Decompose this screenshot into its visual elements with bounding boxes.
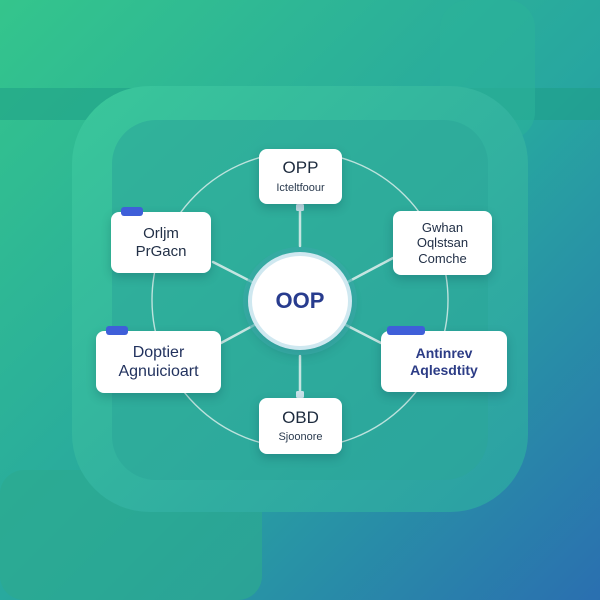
connectors: [211, 202, 395, 400]
node-right-lower-line-2: Aqlesdtity: [410, 361, 478, 378]
node-right-upper[interactable]: Gwhan Oqlstsan Comche: [393, 211, 492, 275]
connector-cap-top: [296, 204, 304, 211]
node-right-upper-line-3: Comche: [418, 250, 467, 266]
center-node-label: OOP: [275, 288, 325, 313]
node-tab-accent: [121, 207, 143, 216]
connector-left-upper: [211, 260, 260, 287]
node-right-upper-line-1: Gwhan: [421, 219, 464, 235]
node-left-lower-line-1: Doptier: [132, 343, 185, 361]
node-right-lower-line-1: Antinrev: [415, 344, 473, 361]
connector-right-lower: [340, 321, 383, 345]
node-top-title: OPP: [282, 158, 319, 178]
node-left-lower-line-2: Agnuicioart: [118, 363, 199, 380]
connector-left-lower: [219, 321, 260, 345]
node-left-upper-line-1: Orljm: [143, 224, 179, 242]
node-right-lower[interactable]: Antinrev Aqlesdtity: [381, 326, 507, 392]
node-left-upper-line-2: PrGacn: [135, 242, 187, 260]
connector-right-upper: [340, 256, 395, 287]
node-bottom[interactable]: OBD Sjoonore: [259, 398, 342, 454]
node-left-lower[interactable]: Doptier Agnuicioart: [96, 326, 221, 393]
node-top-subtitle: Icteltfoour: [276, 181, 325, 194]
connector-cap-bottom: [296, 391, 304, 398]
center-node[interactable]: OOP: [252, 256, 348, 346]
node-tab-accent: [387, 326, 425, 335]
node-top[interactable]: OPP Icteltfoour: [259, 149, 342, 204]
node-bottom-title: OBD: [282, 407, 319, 427]
node-bottom-subtitle: Sjoonore: [278, 431, 323, 444]
node-left-upper[interactable]: Orljm PrGacn: [111, 207, 211, 273]
node-right-upper-line-2: Oqlstsan: [416, 235, 469, 251]
node-tab-accent: [106, 326, 128, 335]
